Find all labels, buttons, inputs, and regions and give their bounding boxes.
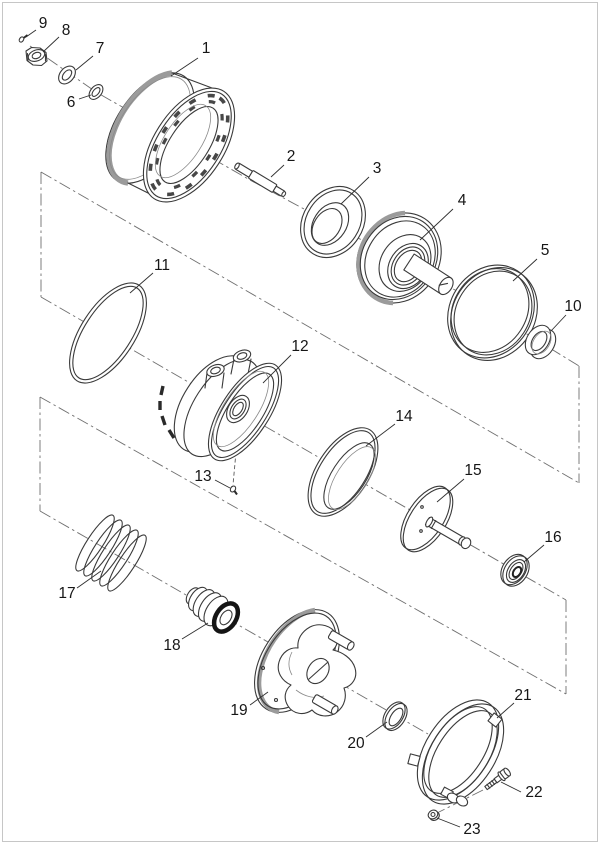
part-20-small-o-ring (382, 701, 408, 732)
part-9-small-screw (18, 34, 29, 43)
boot-seal-ring (211, 601, 241, 634)
part-17-coil-spring (75, 514, 147, 592)
callout-19: 19 (230, 702, 247, 719)
callout-13: 13 (194, 468, 211, 485)
callout-12: 12 (291, 338, 308, 355)
callout-14: 14 (395, 408, 413, 425)
clamp-trunnion-lugs (440, 786, 469, 807)
part-5-large-ring (447, 264, 538, 361)
flange-stud-top (327, 630, 355, 651)
axis-return-diagonal-1 (40, 171, 580, 484)
callout-8: 8 (62, 22, 71, 39)
vent-slots-outer-row (148, 93, 230, 197)
vent-slots-inner-row (154, 100, 224, 190)
part-18-bellows-boot (185, 586, 241, 634)
part-16-bearing-seal (500, 553, 530, 587)
part-15-diaphragm-plate-shaft (400, 485, 472, 553)
part-10-bushing (524, 324, 557, 360)
callout-17: 17 (58, 585, 75, 602)
callout-18: 18 (163, 637, 180, 654)
flange-stud-bottom (311, 694, 339, 715)
housing-boss-ports (204, 349, 252, 389)
callout-11: 11 (154, 257, 170, 274)
dashed-leader-screw-13 (232, 451, 237, 486)
callout-10: 10 (564, 298, 582, 315)
part-4-rotor-pulley (356, 210, 454, 306)
callout-4: 4 (458, 192, 467, 209)
part-21-clamp-band (407, 699, 505, 807)
part-8-hex-nut (25, 46, 48, 67)
callout-2: 2 (287, 148, 296, 165)
part-1-housing-shell (105, 70, 236, 203)
callout-16: 16 (544, 529, 561, 546)
callout-22: 22 (525, 784, 542, 801)
callout-7: 7 (96, 40, 105, 57)
callout-leader-lines (25, 29, 567, 828)
part-23-nut (427, 809, 440, 821)
part-3-bearing-ring (300, 186, 366, 258)
callout-3: 3 (373, 160, 382, 177)
axis-return-diagonal-2 (39, 396, 567, 695)
callout-15: 15 (464, 462, 481, 479)
part-7-washer (58, 65, 76, 85)
part-11-o-ring-gasket (69, 282, 147, 384)
part-6-o-ring (88, 84, 104, 100)
axis-centerline-row2 (40, 296, 567, 601)
callout-5: 5 (541, 242, 550, 259)
callout-23: 23 (463, 821, 480, 838)
callout-20: 20 (347, 735, 365, 752)
callout-9: 9 (39, 15, 48, 32)
part-2-shaft-pin (234, 162, 287, 197)
part-19-mounting-flange (254, 607, 357, 717)
part-13-small-screw (229, 485, 238, 496)
callout-6: 6 (67, 94, 76, 111)
callout-labels: 1 2 3 4 5 6 7 8 9 10 11 12 13 14 15 16 1… (39, 15, 582, 838)
part-14-seal-ring (307, 427, 379, 517)
callout-1: 1 (202, 40, 211, 57)
callout-21: 21 (514, 687, 531, 704)
part-12-pump-housing (158, 349, 283, 462)
part-22-clamp-bolt (484, 767, 511, 791)
